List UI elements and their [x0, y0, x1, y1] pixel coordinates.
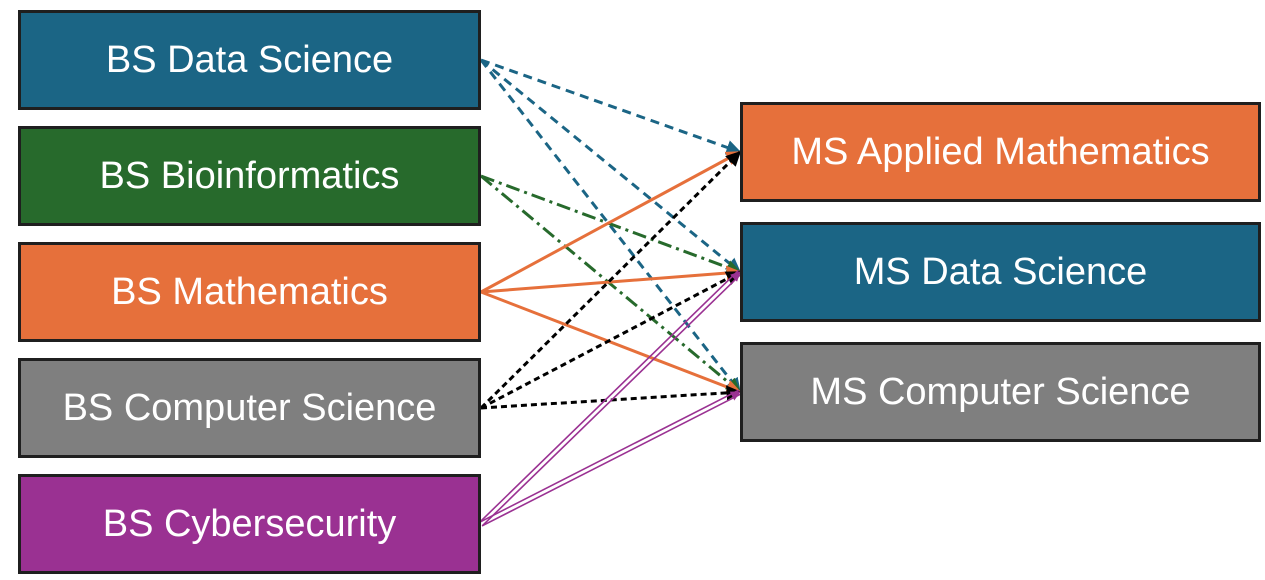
edge-bs-ds-to-ms-cs: [479, 59, 742, 394]
edge-bs-math-to-ms-cs: [480, 290, 742, 395]
bs-mathematics-label: BS Mathematics: [111, 270, 388, 313]
bs-data-science-label: BS Data Science: [105, 38, 394, 81]
edge-bs-cyber-to-ms-cs-arrowhead: [729, 391, 741, 401]
edge-bs-bio-to-ms-cs: [480, 174, 742, 394]
edge-bs-math-to-ms-am: [480, 150, 742, 294]
edge-bs-cs-to-ms-ds: [480, 270, 742, 410]
bs-computer-science-label: BS Computer Science: [62, 386, 437, 429]
edge-bs-ds-to-ms-ds: [480, 58, 742, 274]
edge-bs-ds-to-ms-am: [480, 58, 742, 155]
bs-bioinformatics-box: BS Bioinformatics: [18, 126, 481, 226]
edge-bs-math-to-ms-ds: [480, 265, 742, 294]
edge-bs-cs-to-ms-am: [479, 150, 742, 410]
bs-mathematics-box: BS Mathematics: [18, 242, 481, 342]
edge-bs-cyber-to-ms-ds-a: [481, 273, 743, 527]
ms-applied-mathematics-box: MS Applied Mathematics: [740, 102, 1261, 202]
bs-cybersecurity-box: BS Cybersecurity: [18, 474, 481, 574]
edge-bs-bio-to-ms-ds: [480, 174, 742, 275]
bs-data-science-box: BS Data Science: [18, 10, 481, 110]
ms-data-science-label: MS Data Science: [853, 250, 1148, 293]
ms-applied-mathematics-label: MS Applied Mathematics: [791, 130, 1210, 173]
bs-cybersecurity-label: BS Cybersecurity: [102, 502, 397, 545]
edge-bs-cyber-to-ms-ds-b: [478, 269, 740, 523]
edge-bs-cyber-to-ms-cs-b: [479, 389, 740, 523]
ms-computer-science-label: MS Computer Science: [810, 370, 1191, 413]
edge-bs-cyber-to-ms-ds-arrowhead: [730, 271, 741, 282]
edge-bs-cyber-to-ms-cs-a: [481, 393, 742, 527]
bs-computer-science-box: BS Computer Science: [18, 358, 481, 458]
edge-bs-cs-to-ms-cs: [480, 385, 742, 410]
bs-bioinformatics-label: BS Bioinformatics: [99, 154, 400, 197]
ms-data-science-box: MS Data Science: [740, 222, 1261, 322]
ms-computer-science-box: MS Computer Science: [740, 342, 1261, 442]
